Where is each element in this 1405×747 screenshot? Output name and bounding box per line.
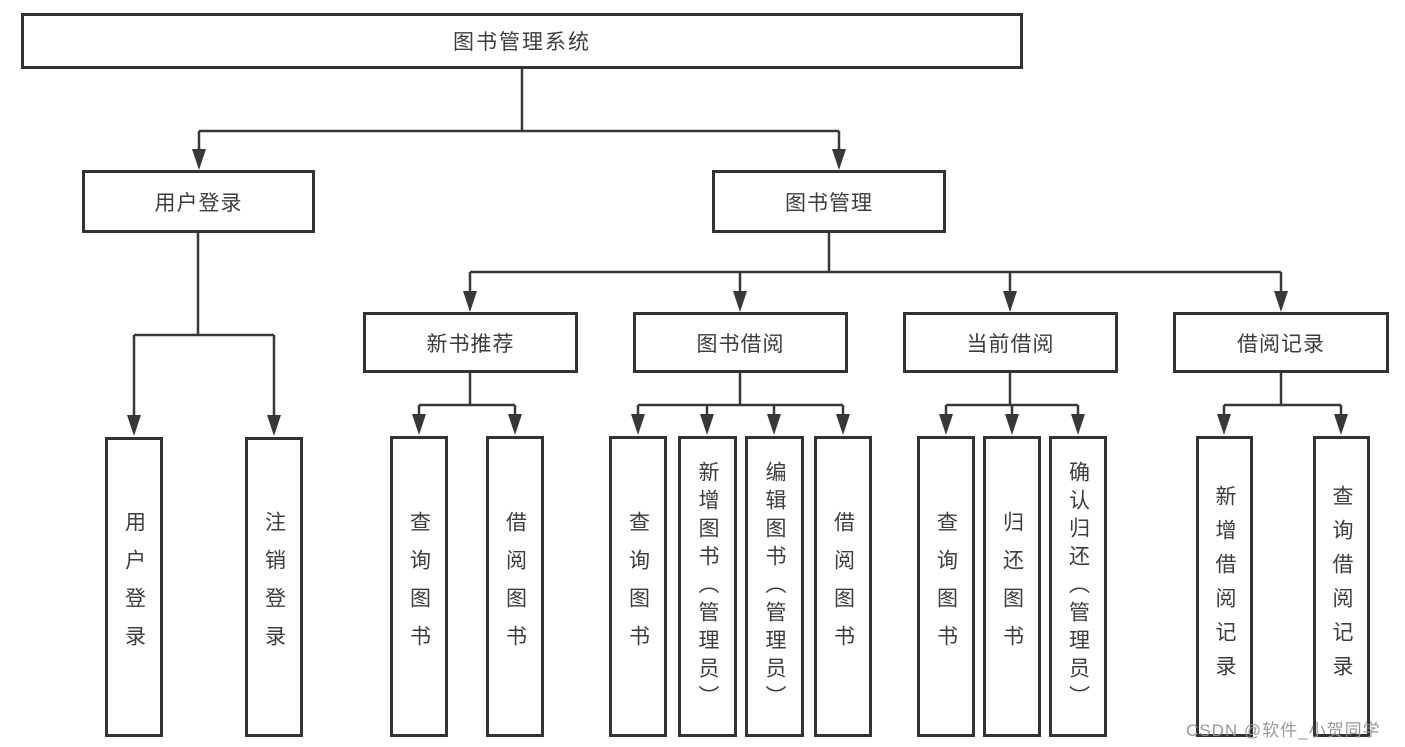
node-label: 借阅图书 [831, 510, 855, 663]
node-user-login: 用户登录 [82, 170, 315, 233]
node-borrowing-records: 借阅记录 [1173, 312, 1389, 373]
leaf-borrow-query-books: 查询图书 [609, 436, 667, 737]
node-label: 编辑图书（管理员） [763, 460, 786, 713]
node-label: 查询图书 [934, 510, 958, 663]
node-new-book-recommendation: 新书推荐 [363, 312, 578, 373]
leaf-current-return-books: 归还图书 [983, 436, 1041, 737]
leaf-borrow-add-books-admin: 新增图书（管理员） [678, 436, 737, 737]
node-book-management: 图书管理 [712, 170, 946, 233]
node-label: 用户登录 [122, 511, 146, 663]
leaf-records-query-borrow-record: 查询借阅记录 [1313, 436, 1370, 737]
node-label: 借阅记录 [1237, 332, 1325, 356]
leaf-recommend-borrow-books: 借阅图书 [486, 436, 544, 737]
leaf-records-add-borrow-record: 新增借阅记录 [1196, 436, 1253, 737]
node-library-management-system: 图书管理系统 [21, 13, 1023, 69]
node-label: 用户登录 [154, 191, 243, 215]
node-book-borrowing: 图书借阅 [633, 312, 848, 373]
leaf-borrow-borrow-books: 借阅图书 [814, 436, 872, 737]
node-label: 图书借阅 [696, 332, 785, 356]
node-label: 查询图书 [626, 510, 650, 663]
leaf-logout: 注销登录 [245, 437, 303, 737]
node-label: 查询借阅记录 [1330, 484, 1353, 689]
node-label: 新增借阅记录 [1213, 484, 1236, 689]
leaf-user-login: 用户登录 [105, 437, 163, 737]
csdn-watermark: CSDN @软件_小贺同学 [1186, 721, 1381, 740]
node-label: 查询图书 [407, 510, 431, 663]
node-current-borrowing: 当前借阅 [903, 312, 1118, 373]
node-label: 确认归还（管理员） [1066, 460, 1090, 713]
node-label: 借阅图书 [503, 510, 527, 663]
leaf-recommend-query-books: 查询图书 [390, 436, 448, 737]
node-label: 新增图书（管理员） [696, 460, 719, 713]
node-label: 新书推荐 [426, 332, 515, 356]
node-label: 图书管理系统 [453, 31, 591, 54]
leaf-borrow-edit-books-admin: 编辑图书（管理员） [745, 436, 804, 737]
node-label: 归还图书 [1000, 510, 1024, 663]
leaf-current-query-books: 查询图书 [917, 436, 975, 737]
leaf-current-confirm-return-admin: 确认归还（管理员） [1049, 436, 1107, 737]
node-label: 图书管理 [785, 191, 873, 215]
node-label: 当前借阅 [966, 332, 1055, 356]
node-label: 注销登录 [262, 511, 286, 663]
